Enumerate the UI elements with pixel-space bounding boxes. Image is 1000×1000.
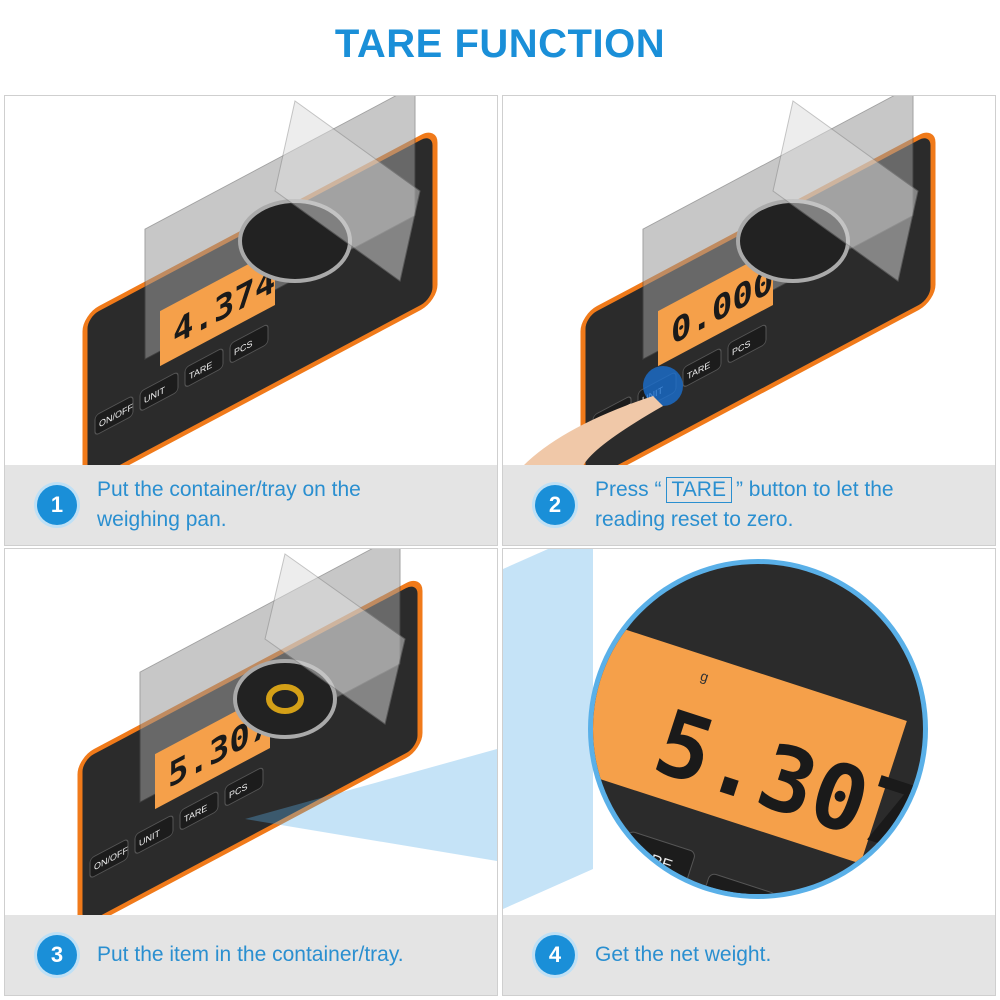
- caption-line: Put the container/tray on the: [97, 478, 361, 501]
- gold-ring: [266, 684, 304, 714]
- lcd-display: [658, 249, 773, 367]
- finger: [523, 396, 663, 466]
- step-caption: 1 Put the container/tray on the weighing …: [5, 465, 497, 545]
- scale-button: [134, 815, 174, 854]
- lcd-display: [155, 692, 270, 810]
- caption-text: ” button to let the: [735, 478, 894, 501]
- lid-cover: [274, 100, 421, 282]
- zoomed-display-illustration: g 5.307 UNIT TARE PCS: [503, 549, 928, 909]
- scale-button: [727, 324, 767, 363]
- tare-label: TARE: [665, 477, 732, 503]
- caption-line: weighing pan.: [97, 508, 227, 531]
- step-number-badge: 2: [535, 485, 575, 525]
- caption-line: reading reset to zero.: [595, 508, 794, 531]
- weighing-pan: [233, 659, 337, 739]
- lcd-display: [160, 249, 275, 367]
- caption-line: Put the item in the container/tray.: [97, 943, 404, 966]
- step-number-badge: 3: [37, 935, 77, 975]
- step-caption: 4 Get the net weight.: [503, 915, 995, 995]
- scale-button: [139, 372, 179, 411]
- scale-button: [682, 348, 722, 387]
- scale-button: [179, 791, 219, 830]
- step-number-badge: 1: [37, 485, 77, 525]
- step-number-badge: 4: [535, 935, 575, 975]
- scale-button: [229, 324, 269, 363]
- step-caption: 2 Press “TARE” button to let the reading …: [503, 465, 995, 545]
- lid-cover: [772, 100, 919, 282]
- scale-button: [184, 348, 224, 387]
- scale-button: [94, 396, 134, 435]
- lid-cover: [264, 553, 406, 725]
- caption-text: Press “: [595, 478, 662, 501]
- caption-line: Get the net weight.: [595, 943, 772, 966]
- page-title: TARE FUNCTION: [334, 22, 666, 66]
- scale-button: [224, 767, 264, 806]
- lcd-display: [593, 619, 907, 864]
- zoom-beam: [245, 749, 497, 861]
- step-4-panel: g 5.307 UNIT TARE PCS 4 Get the net weig…: [502, 548, 996, 996]
- scale-button: [89, 839, 129, 878]
- step-caption: 3 Put the item in the container/tray.: [5, 915, 497, 995]
